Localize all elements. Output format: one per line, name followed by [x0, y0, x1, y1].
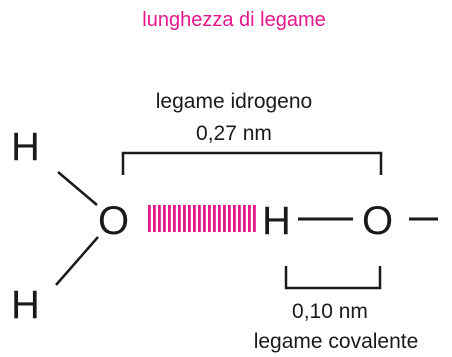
- hydrogen-bond-bracket: [121, 151, 383, 175]
- hydrogen-bond-dash: [218, 205, 221, 232]
- hydrogen-bond-dash: [173, 205, 176, 232]
- hydrogen-bond-dash: [243, 205, 246, 232]
- bond-o-h-bottom: [55, 236, 99, 286]
- atom-h-middle: H: [262, 199, 291, 243]
- covalent-bond-length: 0,10 nm: [292, 300, 368, 323]
- hydrogen-bond-dash: [238, 205, 241, 232]
- hydrogen-bond-dashes: [148, 205, 256, 232]
- hydrogen-bond-dash: [198, 205, 201, 232]
- hydrogen-bond-dash: [203, 205, 206, 232]
- hydrogen-bond-dash: [153, 205, 156, 232]
- hydrogen-bond-dash: [223, 205, 226, 232]
- hydrogen-bond-dash: [208, 205, 211, 232]
- bond-h-top-o: [57, 171, 98, 206]
- covalent-bond-bracket: [284, 266, 382, 290]
- diagram-title: lunghezza di legame: [142, 9, 325, 31]
- hydrogen-bond-length: 0,27 nm: [196, 122, 272, 145]
- covalent-bond-label: legame covalente: [254, 330, 419, 353]
- hydrogen-bond-dash: [193, 205, 196, 232]
- hydrogen-bond-dash: [168, 205, 171, 232]
- hydrogen-bond-dash: [148, 205, 151, 232]
- hydrogen-bond-dash: [253, 205, 256, 232]
- hydrogen-bond-dash: [233, 205, 236, 232]
- hydrogen-bond-dash: [158, 205, 161, 232]
- hydrogen-bond-dash: [248, 205, 251, 232]
- atom-h-top: H: [11, 125, 40, 169]
- hydrogen-bond-dash: [188, 205, 191, 232]
- atom-o-right: O: [362, 199, 393, 243]
- atom-h-bottom: H: [11, 283, 40, 327]
- hydrogen-bond-dash: [228, 205, 231, 232]
- hydrogen-bond-dash: [178, 205, 181, 232]
- hydrogen-bond-dash: [183, 205, 186, 232]
- hydrogen-bond-dash: [213, 205, 216, 232]
- hydrogen-bond-label: legame idrogeno: [156, 90, 312, 113]
- hydrogen-bond-dash: [163, 205, 166, 232]
- atom-o-left: O: [98, 199, 129, 243]
